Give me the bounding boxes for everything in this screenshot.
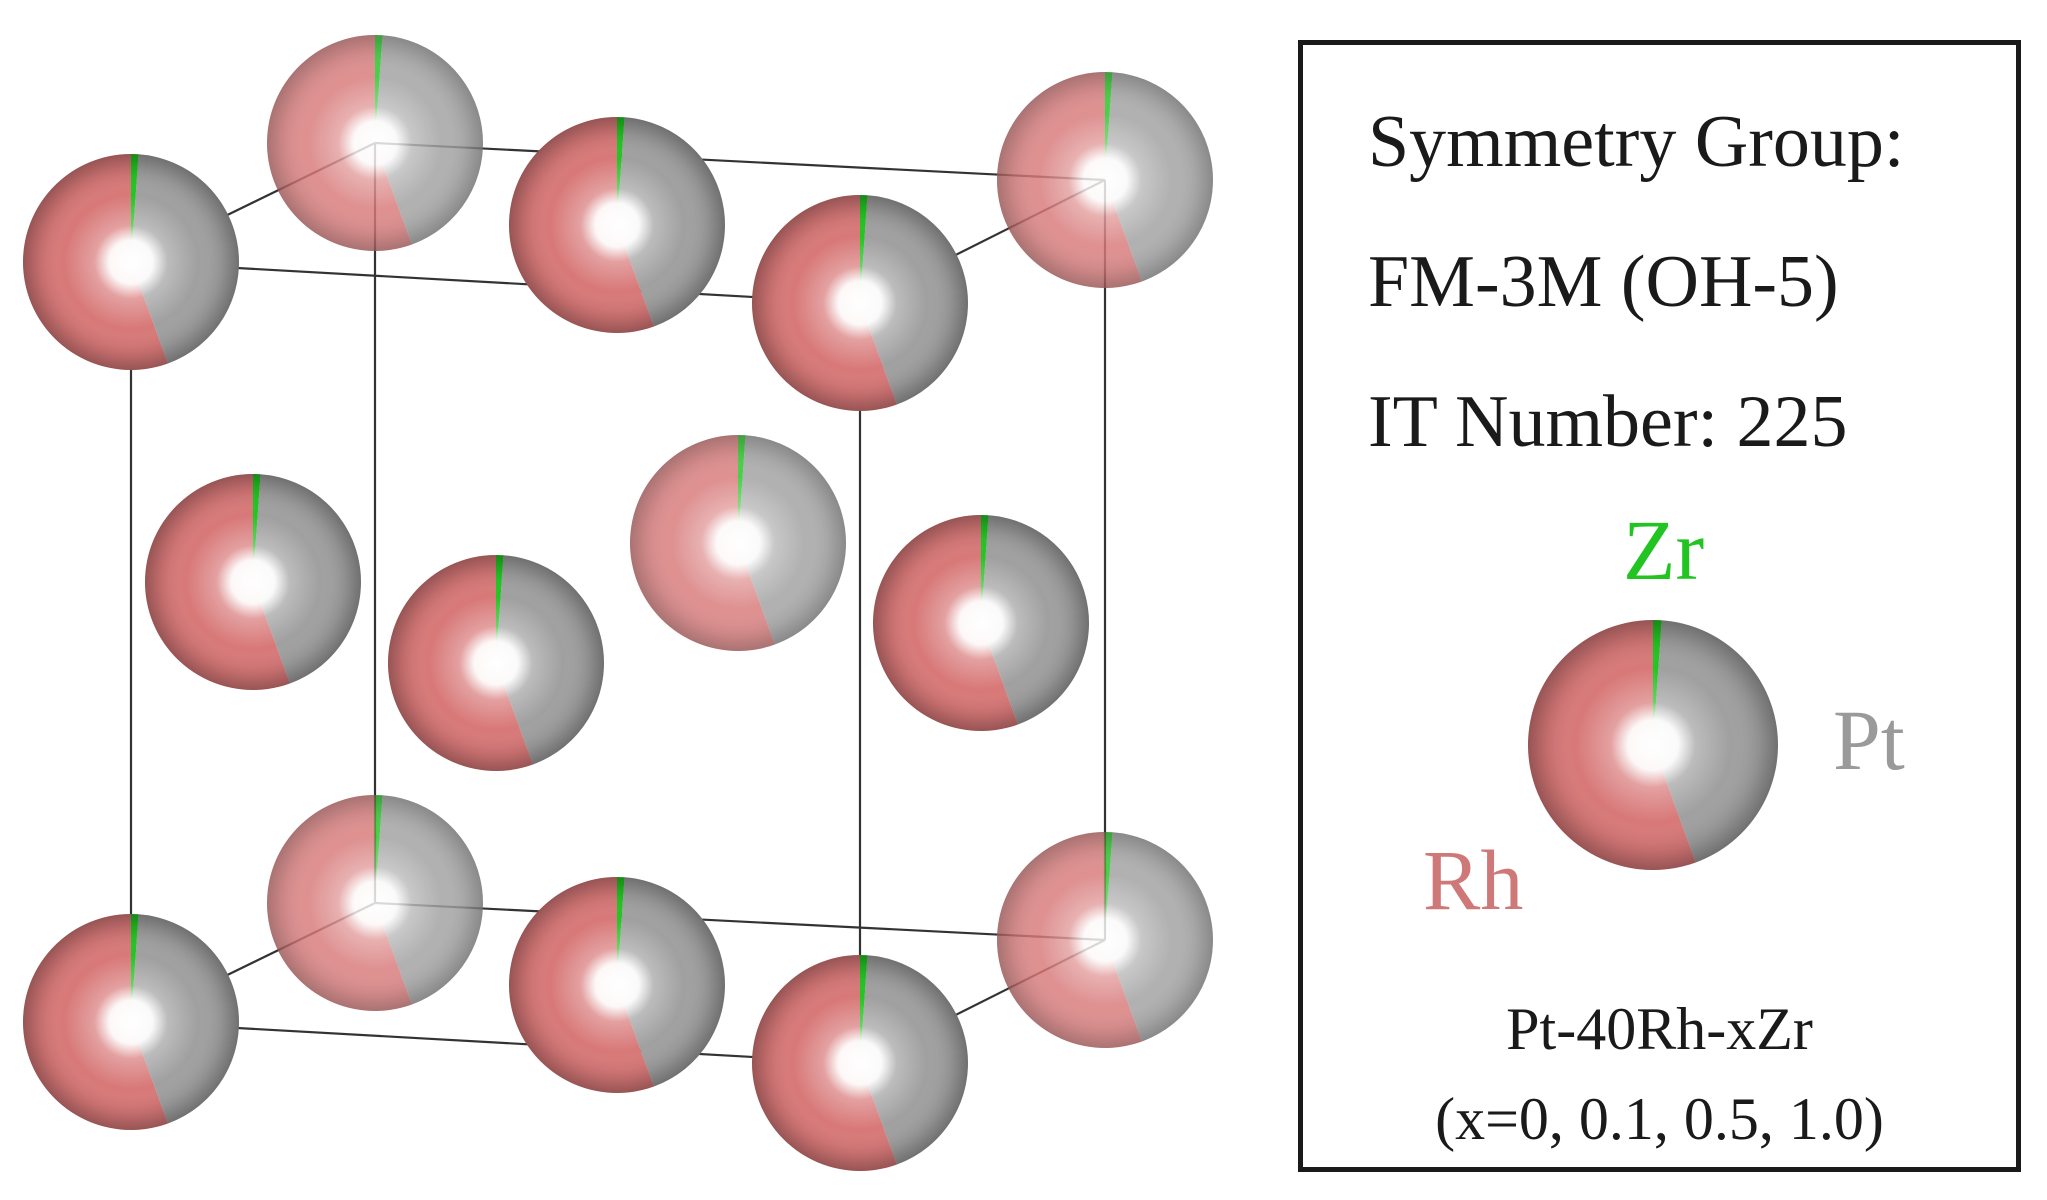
element-label-zr: Zr (1623, 502, 1705, 598)
cell-edge (374, 901, 1106, 942)
element-label-pt: Pt (1833, 692, 1905, 788)
it-number: IT Number: 225 (1368, 381, 1848, 463)
atom (22, 914, 240, 1130)
atom (997, 72, 1213, 288)
atom (267, 35, 484, 251)
legend-atom-sphere (1528, 620, 1778, 870)
atom (997, 832, 1213, 1048)
atom (873, 515, 1089, 731)
element-label-rh: Rh (1423, 832, 1524, 928)
composition-formula: Pt-40Rh-xZr (1506, 996, 1813, 1062)
symmetry-group-label: Symmetry Group: (1368, 101, 1905, 183)
cell-edge (374, 141, 1106, 182)
atoms (22, 35, 1213, 1171)
atom (509, 117, 725, 333)
atom (267, 795, 484, 1011)
cell-edge (130, 260, 861, 305)
atom (630, 435, 847, 651)
atom (388, 555, 605, 771)
atom (508, 877, 725, 1093)
space-group: FM-3M (OH-5) (1368, 241, 1839, 323)
atom (752, 195, 969, 411)
legend-atom (1528, 620, 1778, 870)
composition-values: (x=0, 0.1, 0.5, 1.0) (1435, 1086, 1884, 1152)
atom (145, 474, 362, 690)
cell-edge (130, 1020, 861, 1065)
unit-cell-edges (129, 141, 1107, 1065)
fcc-unit-cell-diagram (22, 35, 1213, 1171)
atom (752, 955, 969, 1171)
legend-panel: Symmetry Group: FM-3M (OH-5) IT Number: … (1298, 40, 2021, 1172)
atom (23, 154, 240, 371)
